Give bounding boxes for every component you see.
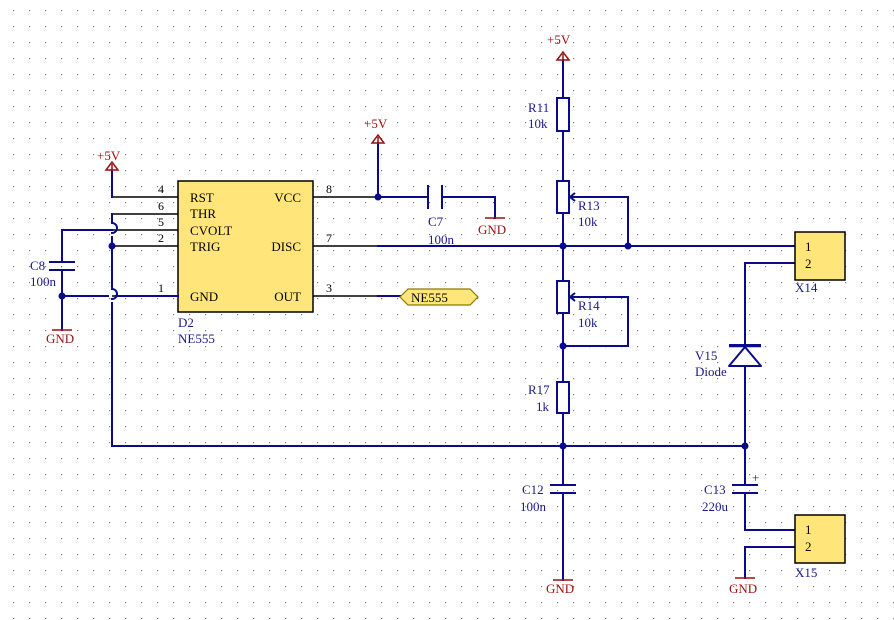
pin-num-8: 8 bbox=[326, 182, 332, 196]
power-plus5v-1: +5V bbox=[97, 148, 121, 171]
resistor-r11[interactable]: R11 10k bbox=[528, 97, 570, 132]
svg-text:1k: 1k bbox=[536, 399, 550, 414]
svg-text:C7: C7 bbox=[428, 214, 444, 229]
diode-v15[interactable]: V15 Diode bbox=[695, 344, 762, 379]
svg-text:V15: V15 bbox=[695, 348, 717, 363]
junctions bbox=[58, 193, 749, 450]
svg-text:10k: 10k bbox=[578, 214, 598, 229]
svg-text:R13: R13 bbox=[578, 198, 600, 213]
svg-text:X15: X15 bbox=[795, 565, 817, 580]
svg-text:R11: R11 bbox=[528, 100, 549, 115]
net-label-ne555[interactable]: NE555 bbox=[399, 288, 479, 306]
pin-num-6: 6 bbox=[158, 199, 164, 213]
svg-text:Diode: Diode bbox=[695, 364, 727, 379]
svg-text:R17: R17 bbox=[528, 382, 550, 397]
gnd-symbol-c12: GND bbox=[546, 579, 574, 596]
gnd-symbol-x15: GND bbox=[729, 577, 757, 596]
ic-value: NE555 bbox=[178, 331, 215, 346]
ic-ref: D2 bbox=[178, 315, 194, 330]
gnd-symbol-c8: GND bbox=[46, 329, 74, 346]
power-plus5v-2: +5V bbox=[364, 116, 388, 144]
grid-dots bbox=[13, 10, 894, 620]
ic-body bbox=[177, 180, 314, 313]
gnd-symbol-c7: GND bbox=[478, 217, 506, 237]
svg-text:C8: C8 bbox=[30, 258, 45, 273]
potentiometer-r14[interactable]: R14 10k bbox=[556, 280, 600, 330]
svg-text:100n: 100n bbox=[30, 274, 57, 289]
pin-num-3: 3 bbox=[326, 281, 332, 295]
svg-text:220u: 220u bbox=[702, 499, 729, 514]
pin-num-2: 2 bbox=[158, 231, 164, 245]
pin-name-disc: DISC bbox=[271, 239, 301, 254]
svg-text:2: 2 bbox=[805, 256, 812, 271]
power-plus5v-3: +5V bbox=[547, 32, 571, 61]
pin-num-4: 4 bbox=[158, 182, 164, 196]
capacitor-c7[interactable]: C7 100n bbox=[427, 185, 455, 247]
pin-name-thr: THR bbox=[190, 206, 216, 221]
pin-name-gnd: GND bbox=[190, 289, 218, 304]
capacitor-c13[interactable]: + C13 220u bbox=[702, 470, 759, 514]
polarity-mark: + bbox=[752, 470, 759, 485]
svg-text:2: 2 bbox=[805, 539, 812, 554]
svg-text:100n: 100n bbox=[428, 232, 455, 247]
pin-name-vcc: VCC bbox=[274, 190, 301, 205]
svg-text:+5V: +5V bbox=[97, 148, 121, 163]
capacitor-c8[interactable]: C8 100n bbox=[30, 258, 75, 289]
connector-x14[interactable]: 1 2 X14 bbox=[794, 231, 846, 295]
capacitor-c12[interactable]: C12 100n bbox=[520, 482, 576, 514]
svg-text:1: 1 bbox=[805, 239, 812, 254]
svg-text:10k: 10k bbox=[578, 315, 598, 330]
pin-num-7: 7 bbox=[326, 231, 332, 245]
svg-text:GND: GND bbox=[478, 222, 506, 237]
svg-text:+5V: +5V bbox=[364, 116, 388, 131]
svg-text:10k: 10k bbox=[528, 116, 548, 131]
connector-x15[interactable]: 1 2 X15 bbox=[794, 514, 846, 580]
pin-num-1: 1 bbox=[158, 281, 164, 295]
resistor-r17[interactable]: R17 1k bbox=[528, 381, 570, 414]
ic-d2[interactable]: RST THR CVOLT TRIG GND VCC DISC OUT 4 6 … bbox=[112, 180, 378, 346]
pin-num-5: 5 bbox=[158, 215, 164, 229]
pin-name-rst: RST bbox=[190, 190, 214, 205]
potentiometer-r13[interactable]: R13 10k bbox=[556, 180, 600, 229]
svg-text:C12: C12 bbox=[522, 482, 544, 497]
svg-text:NE555: NE555 bbox=[411, 290, 448, 305]
svg-text:C13: C13 bbox=[704, 482, 726, 497]
svg-text:100n: 100n bbox=[520, 499, 547, 514]
svg-text:X14: X14 bbox=[795, 280, 818, 295]
wire-crossover bbox=[110, 221, 118, 235]
svg-text:GND: GND bbox=[546, 581, 574, 596]
svg-text:+5V: +5V bbox=[547, 32, 571, 47]
svg-text:R14: R14 bbox=[578, 298, 600, 313]
pin-name-cvolt: CVOLT bbox=[190, 223, 232, 238]
pin-name-out: OUT bbox=[274, 289, 301, 304]
svg-text:1: 1 bbox=[805, 522, 812, 537]
pin-name-trig: TRIG bbox=[190, 239, 220, 254]
svg-text:GND: GND bbox=[46, 331, 74, 346]
svg-text:GND: GND bbox=[729, 581, 757, 596]
